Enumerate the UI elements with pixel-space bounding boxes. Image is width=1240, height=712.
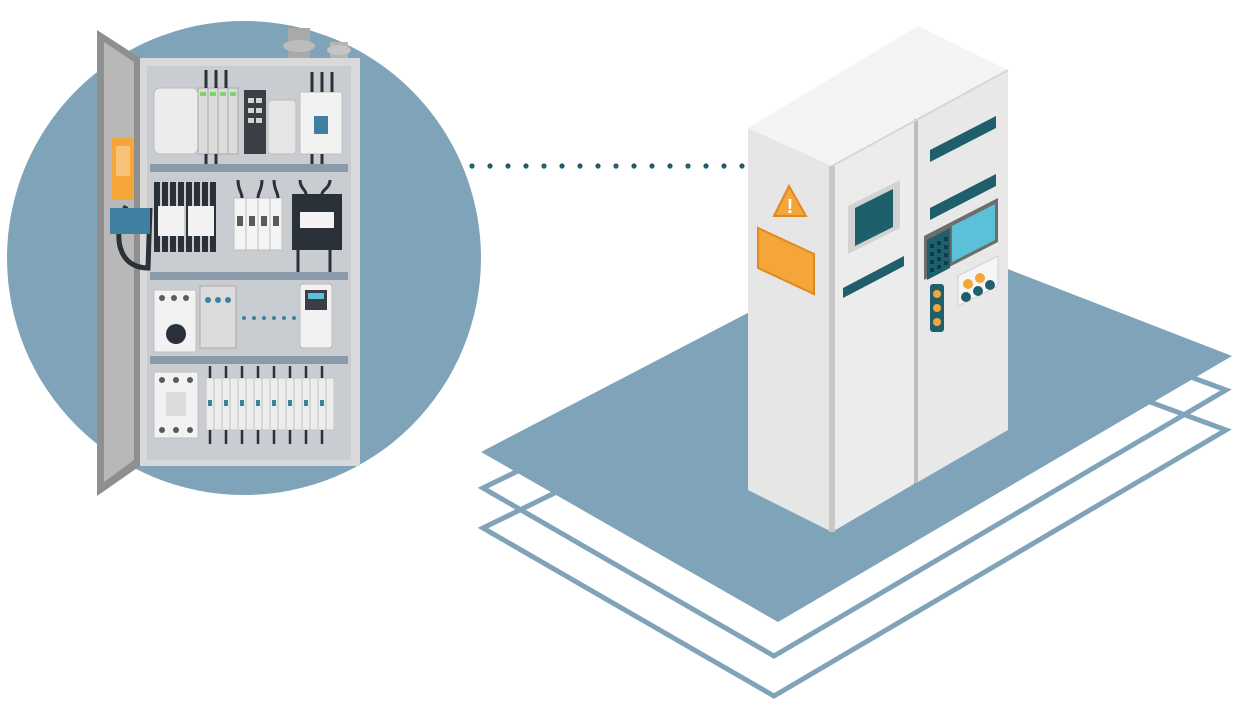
- pipe-cap-1: [283, 40, 315, 52]
- cabinet-front-door-left: [832, 120, 914, 532]
- dotted-connector: [469, 163, 745, 169]
- plc-status-leds: [200, 92, 236, 96]
- door-pocket-inner: [116, 146, 130, 176]
- cabinet-top: [748, 26, 1008, 166]
- contactor-label: [314, 116, 328, 134]
- din-rail-1: [150, 164, 348, 172]
- din-rail-3: [150, 356, 348, 364]
- push-button-5: [985, 280, 995, 290]
- power-supply-unit: [267, 99, 297, 155]
- row1-wires: [204, 70, 334, 164]
- din-rail-2: [150, 272, 348, 280]
- closed-control-cabinet: !: [748, 26, 1009, 532]
- cabinet-left-side: [748, 128, 832, 532]
- warning-triangle-icon: [772, 183, 808, 217]
- terminal-blocks-marks: [208, 400, 324, 406]
- din-dots-row3: [242, 316, 296, 320]
- network-ports: [248, 98, 262, 123]
- contactor-row4-window: [166, 392, 186, 416]
- door-vent-slot-1: [930, 116, 996, 162]
- push-button-1: [963, 279, 973, 289]
- push-button-3: [961, 292, 971, 302]
- plc-module-slots: [197, 87, 239, 155]
- hmi-keys: [930, 237, 948, 272]
- breaker-toggles: [237, 216, 279, 226]
- plc-power-supply: [153, 87, 199, 155]
- disconnect-handle: [166, 324, 186, 344]
- relay-1: [158, 206, 184, 236]
- door-terminal-block: [110, 208, 150, 234]
- row4-wires: [208, 366, 324, 444]
- door-vent-slot-left: [843, 256, 904, 298]
- warning-exclamation: !: [787, 196, 794, 218]
- indicator-light-3: [933, 318, 941, 326]
- indicator-light-1: [933, 290, 941, 298]
- open-control-cabinet: [97, 28, 360, 496]
- push-button-2: [975, 273, 985, 283]
- transformer-label: [300, 212, 334, 228]
- pipe-cap-2: [327, 45, 351, 55]
- cabinet-top-edge: [831, 69, 1009, 167]
- push-button-4: [973, 286, 983, 296]
- door-display-screen: [855, 189, 893, 246]
- motor-starter-terminals: [205, 297, 231, 303]
- row2-wires: [236, 179, 332, 272]
- motor-starter: [199, 285, 237, 349]
- disconnect-terminals: [159, 295, 189, 301]
- relay-2: [188, 206, 214, 236]
- indicator-light-2: [933, 304, 941, 312]
- hmi-screen: [952, 204, 995, 262]
- contactor-row4-terminals: [159, 377, 193, 433]
- vfd-display: [308, 293, 324, 299]
- door-vent-slot-2: [930, 174, 996, 220]
- warning-label-plate: [757, 226, 815, 296]
- network-switch: [244, 90, 266, 154]
